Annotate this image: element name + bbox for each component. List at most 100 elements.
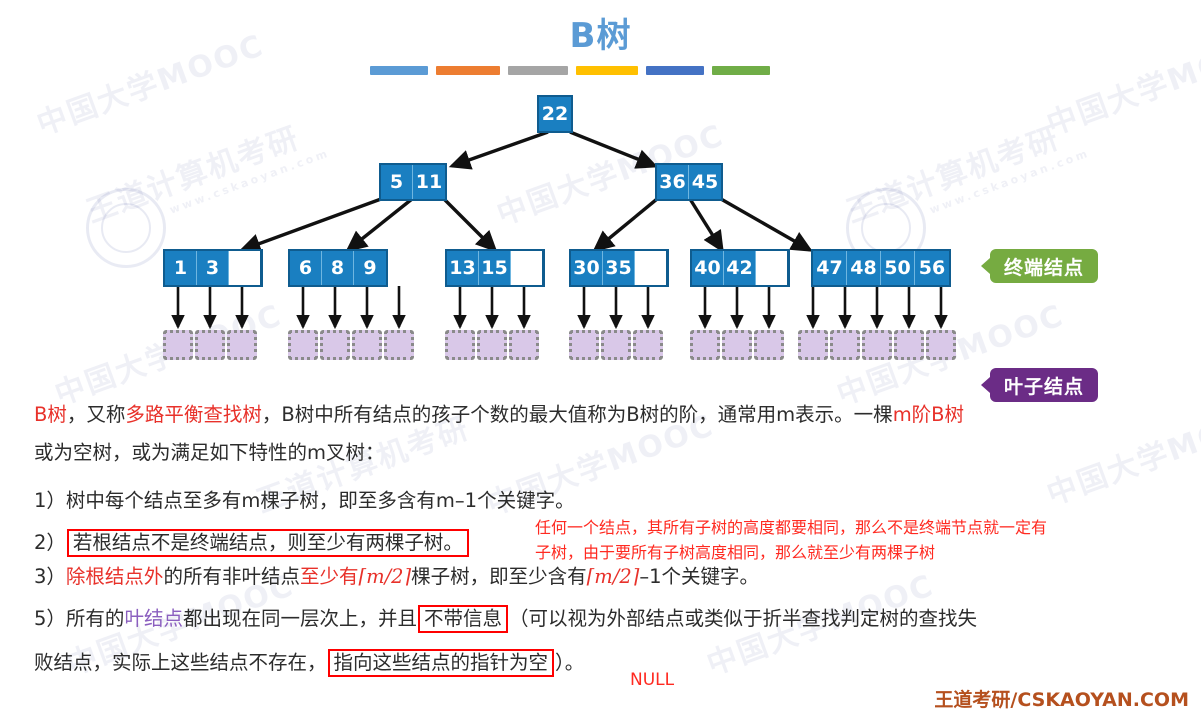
list-item-1-text: 树中每个结点至多有m棵子树，即至多含有m–1个关键字。 — [65, 489, 575, 512]
tree-node-leaf-1-3 — [227, 330, 257, 360]
highlight-null-pointer: 指向这些结点的指针为空 — [327, 649, 555, 677]
node-key-cell: 22 — [541, 103, 569, 125]
list-item-5-c: 都出现在同一层次上，并且 — [182, 607, 417, 630]
label-leaf-node: 叶子结点 — [980, 368, 1099, 402]
decor-bar-5 — [646, 66, 704, 75]
tree-node-leaf-4-3 — [633, 330, 663, 360]
list-item-5-d: （可以视为外部结点或类似于折半查找判定树的查找失 — [508, 607, 977, 630]
list-item-3-b: 的所有非叶结点 — [163, 565, 300, 588]
node-key-cell: 9 — [363, 257, 377, 279]
tree-node-leaf-3-3 — [509, 330, 539, 360]
tree-node-leaf-1-2 — [195, 330, 225, 360]
tree-node-leaf-5-2 — [722, 330, 752, 360]
tree-node-leaf-6-1 — [798, 330, 828, 360]
node-key-cell: 45 — [691, 171, 719, 193]
list-item-1-number: 1） — [34, 489, 66, 512]
node-key-cell: 56 — [918, 257, 946, 279]
decor-bar-2 — [436, 66, 500, 75]
node-empty-cell — [229, 251, 261, 285]
annotation-note-line-1: 任何一个结点，其所有子树的高度都要相同，那么不是终端节点就一定有 — [535, 518, 1048, 537]
node-key-cell: 5 — [381, 165, 413, 199]
list-item-3-a: 除根结点外 — [65, 565, 164, 588]
tree-node-leaf-5-3 — [754, 330, 784, 360]
p1-d: ，B树中所有结点的孩子个数的最大值称为B树的阶，通常用m表示。一棵 — [261, 403, 893, 426]
list-item-5-e: 败结点，实际上这些结点不存在， — [34, 651, 327, 674]
tree-node-leaf-2-1 — [288, 330, 318, 360]
tree-node-leaf-6-3 — [862, 330, 892, 360]
ceil-m-over-2-first: ⌈m/2⌉ — [358, 565, 412, 588]
node-key-cell: 3 — [197, 251, 229, 285]
node-key-cell: 6 — [290, 251, 322, 285]
node-key-cell: 47 — [813, 251, 847, 285]
node-key-cell: 50 — [881, 251, 915, 285]
node-key-cell: 13 — [447, 251, 479, 285]
list-item-3-e: –1个关键字。 — [639, 565, 760, 588]
page-title: B树 — [569, 16, 632, 56]
list-item-2-text: 若根结点不是终端结点，则至少有两棵子树。 — [66, 529, 469, 557]
tree-node-leaf-2-2 — [320, 330, 350, 360]
tree-node-leaf-2-3 — [352, 330, 382, 360]
list-item-5-f: ）。 — [555, 651, 585, 674]
annotation-note: 任何一个结点，其所有子树的高度都要相同，那么不是终端节点就一定有 子树，由于要所… — [535, 515, 1047, 565]
list-item-5-line-2: 败结点，实际上这些结点不存在，指向这些结点的指针为空）。 — [34, 649, 584, 677]
list-item-3-c: 至少有 — [299, 565, 359, 588]
node-key-cell: 8 — [322, 251, 354, 285]
node-key-cell: 35 — [603, 251, 635, 285]
tree-node-leaf-2-4 — [384, 330, 414, 360]
decor-bar-3 — [508, 66, 568, 75]
ceil-m-over-2-second: ⌈m/2⌉ — [586, 565, 640, 588]
node-key-cell: 30 — [571, 251, 603, 285]
term-leaf-node: 叶结点 — [124, 607, 183, 630]
node-key-cell: 36 — [657, 165, 689, 199]
decor-bar-1 — [370, 66, 428, 75]
annotation-null: NULL — [630, 670, 675, 690]
node-key-cell: 11 — [415, 171, 443, 193]
node-key-cell: 40 — [692, 251, 724, 285]
node-empty-cell — [756, 251, 788, 285]
tree-node-leaf-6-5 — [926, 330, 956, 360]
tree-node-leaf-1-1 — [163, 330, 193, 360]
footer-branding: 王道考研/CSKAOYAN.COM — [934, 689, 1189, 711]
node-empty-cell — [635, 251, 667, 285]
tree-node-leaf-3-1 — [445, 330, 475, 360]
node-empty-cell — [511, 251, 543, 285]
list-item-5-number: 5） — [34, 607, 66, 630]
list-item-3-number: 3） — [34, 565, 66, 588]
node-key-cell: 15 — [479, 251, 511, 285]
tree-node-leaf-5-1 — [690, 330, 720, 360]
highlight-no-information: 不带信息 — [417, 605, 508, 633]
tree-node-leaf-6-4 — [894, 330, 924, 360]
tree-node-leaf-4-1 — [569, 330, 599, 360]
paragraph-1-line-2: 或为空树，或为满足如下特性的m叉树： — [34, 441, 385, 464]
annotation-note-line-2: 子树，由于要所有子树高度相同，那么就至少有两棵子树 — [535, 543, 936, 562]
list-item-1: 1）树中每个结点至多有m棵子树，即至多含有m–1个关键字。 — [34, 491, 575, 511]
node-key-cell: 48 — [847, 251, 881, 285]
list-item-5-a: 所有的 — [65, 607, 125, 630]
node-key-cell: 1 — [165, 251, 197, 285]
label-leaf-node-text: 叶子结点 — [1004, 375, 1085, 398]
term-btree: B树 — [34, 403, 67, 426]
tree-node-root: 22 — [537, 95, 573, 133]
list-item-2-number: 2） — [34, 531, 66, 554]
label-terminal-node-text: 终端结点 — [1004, 256, 1085, 279]
list-item-5-line-1: 5）所有的叶结点都出现在同一层次上，并且不带信息（可以视为外部结点或类似于折半查… — [34, 605, 977, 633]
label-terminal-node: 终端结点 — [980, 249, 1099, 283]
p1-b: ，又称 — [66, 403, 126, 426]
term-m-order-btree: m阶B树 — [892, 403, 965, 426]
list-item-3: 3）除根结点外的所有非叶结点至少有⌈m/2⌉棵子树，即至少含有⌈m/2⌉–1个关… — [34, 567, 759, 587]
list-item-3-d: 棵子树，即至少含有 — [411, 565, 587, 588]
node-key-cell: 42 — [724, 251, 756, 285]
decor-bar-strip — [370, 66, 770, 75]
tree-node-leaf-6-2 — [830, 330, 860, 360]
tree-node-leaf-4-2 — [601, 330, 631, 360]
decor-bar-4 — [576, 66, 638, 75]
tree-node-leaf-3-2 — [477, 330, 507, 360]
list-item-2: 2）若根结点不是终端结点，则至少有两棵子树。 — [34, 529, 470, 557]
paragraph-1-line-1: B树，又称多路平衡查找树，B树中所有结点的孩子个数的最大值称为B树的阶，通常用m… — [34, 405, 964, 425]
